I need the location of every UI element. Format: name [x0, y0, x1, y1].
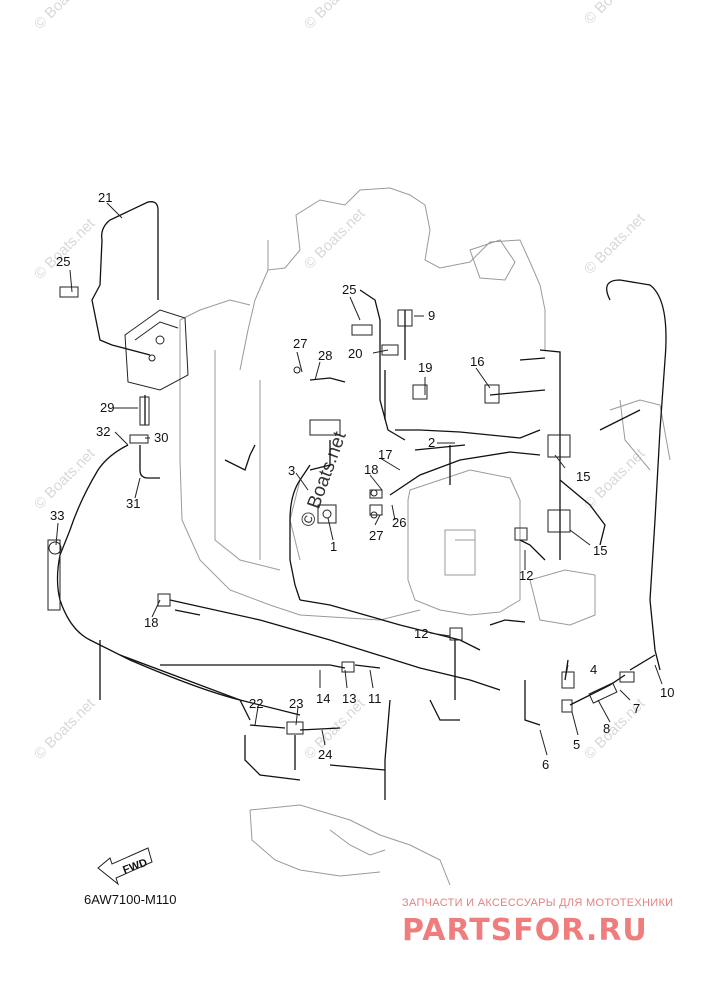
callout-9[interactable]: 9: [428, 308, 435, 323]
watermark-1: © Boats.net: [31, 0, 99, 33]
callout-23[interactable]: 23: [289, 696, 303, 711]
callout-32[interactable]: 32: [96, 424, 110, 439]
callout-12-mid[interactable]: 12: [519, 568, 533, 583]
promo-brand[interactable]: PARTSFOR.RU: [402, 913, 648, 948]
watermark-4: © Boats.net: [31, 215, 99, 283]
callout-6[interactable]: 6: [542, 757, 549, 772]
components: [47, 286, 635, 735]
callout-27-mid[interactable]: 27: [369, 528, 383, 543]
watermark-center: © Boats.net: [297, 428, 351, 529]
fwd-label: FWD: [121, 857, 149, 877]
callout-29[interactable]: 29: [100, 400, 114, 415]
callout-30[interactable]: 30: [154, 430, 168, 445]
callout-15-bottom[interactable]: 15: [593, 543, 607, 558]
callouts: 21 25 25 9 20 27 28 19 16 29 32 30 2 17 …: [50, 190, 674, 772]
callout-18-mid[interactable]: 18: [364, 462, 378, 477]
engine-outline: [179, 187, 671, 886]
fwd-arrow: FWD: [97, 847, 153, 886]
callout-25-top[interactable]: 25: [342, 282, 356, 297]
callout-1[interactable]: 1: [330, 539, 337, 554]
watermarks: © Boats.net © Boats.net © Boats.net © Bo…: [31, 0, 649, 763]
callout-20[interactable]: 20: [348, 346, 362, 361]
callout-13[interactable]: 13: [342, 691, 356, 706]
diagram-code: 6AW7100-M110: [84, 892, 177, 907]
watermark-7: © Boats.net: [31, 445, 99, 513]
callout-11[interactable]: 11: [368, 691, 382, 706]
callout-21[interactable]: 21: [98, 190, 112, 205]
callout-7[interactable]: 7: [633, 701, 640, 716]
callout-10[interactable]: 10: [660, 685, 674, 700]
callout-18-left[interactable]: 18: [144, 615, 158, 630]
callout-2[interactable]: 2: [428, 435, 435, 450]
callout-15-top[interactable]: 15: [576, 469, 590, 484]
callout-17[interactable]: 17: [378, 447, 392, 462]
hoses: [56, 201, 667, 800]
callout-14[interactable]: 14: [316, 691, 330, 706]
fuel-filter-assembly: [124, 309, 189, 391]
callout-33[interactable]: 33: [50, 508, 64, 523]
callout-4[interactable]: 4: [590, 662, 597, 677]
callout-26[interactable]: 26: [392, 515, 406, 530]
callout-25-left[interactable]: 25: [56, 254, 70, 269]
watermark-8: © Boats.net: [581, 445, 649, 513]
promo-tagline: ЗАПЧАСТИ И АКСЕССУАРЫ ДЛЯ МОТОТЕХНИКИ: [402, 897, 673, 909]
callout-16[interactable]: 16: [470, 354, 484, 369]
callout-24[interactable]: 24: [318, 747, 332, 762]
watermark-2: © Boats.net: [301, 0, 369, 33]
callout-19[interactable]: 19: [418, 360, 432, 375]
callout-12-bottom[interactable]: 12: [414, 626, 428, 641]
callout-31[interactable]: 31: [126, 496, 140, 511]
callout-5[interactable]: 5: [573, 737, 580, 752]
callout-28[interactable]: 28: [318, 348, 332, 363]
callout-3[interactable]: 3: [288, 463, 295, 478]
promo-banner: ЗАПЧАСТИ И АКСЕССУАРЫ ДЛЯ МОТОТЕХНИКИ PA…: [402, 897, 673, 948]
watermark-3: © Boats.net: [581, 0, 649, 28]
watermark-6: © Boats.net: [581, 210, 649, 278]
callout-8[interactable]: 8: [603, 721, 610, 736]
watermark-5: © Boats.net: [301, 205, 369, 273]
callout-27-top[interactable]: 27: [293, 336, 307, 351]
callout-22[interactable]: 22: [249, 696, 263, 711]
watermark-9: © Boats.net: [31, 695, 99, 763]
